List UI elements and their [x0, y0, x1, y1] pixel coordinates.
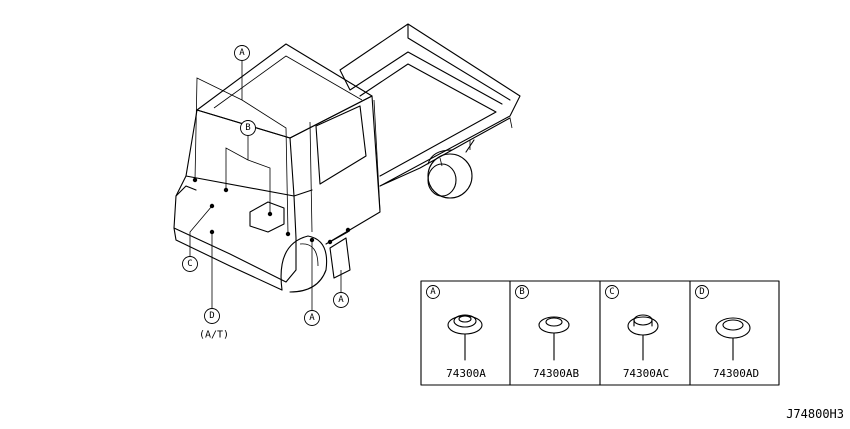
part-a-number: 74300A [446, 367, 486, 380]
callout-roof: A [234, 45, 250, 61]
headlight [249, 201, 285, 233]
front-bumper [173, 185, 283, 291]
leader-front-left [189, 205, 213, 258]
callout-front-left: C [182, 256, 198, 272]
part-c-number: 74300AC [623, 367, 669, 380]
parts-table: A 74300A B 74300AB C [420, 280, 780, 386]
callout-wheel-arch-letter: A [309, 313, 315, 323]
grommet-a-icon [447, 314, 483, 361]
callout-front-bottom-note: (A/T) [199, 330, 229, 341]
cab-front [173, 175, 297, 283]
part-cell-b: B 74300AB [515, 285, 580, 380]
leader-side-step [329, 231, 349, 292]
truck-illustration [173, 23, 521, 293]
part-d-number: 74300AD [713, 367, 759, 380]
leader-windshield [225, 136, 271, 214]
part-c-letter: C [609, 287, 614, 297]
rear-wheel [427, 139, 475, 199]
callout-windshield-letter: B [245, 123, 250, 133]
part-a-letter: A [430, 287, 436, 297]
cargo-bed-floor [359, 63, 497, 177]
cargo-bed-hooks [439, 117, 513, 167]
callout-front-bottom: D (A/T) [199, 308, 229, 341]
front-wheel [280, 235, 328, 293]
part-b-letter: B [519, 287, 524, 297]
callout-wheel-arch: A [304, 310, 320, 326]
part-cell-d: D 74300AD [695, 285, 759, 380]
part-b-number: 74300AB [533, 367, 580, 380]
part-d-letter: D [699, 287, 704, 297]
callout-side-step: A [333, 292, 349, 308]
cab-side [289, 95, 381, 245]
callout-side-step-letter: A [338, 295, 344, 305]
side-step [329, 237, 351, 279]
roof-edge [213, 55, 363, 109]
cargo-bed-outline [339, 23, 521, 187]
part-cell-c: C 74300AC [605, 285, 669, 380]
door-line [309, 99, 381, 233]
callout-front-bottom-letter: D [209, 311, 214, 321]
grommet-b-icon [538, 316, 570, 361]
callout-leaders [189, 61, 351, 310]
grommet-c-icon [627, 314, 659, 361]
callout-front-left-letter: C [187, 259, 192, 269]
leader-roof [194, 61, 289, 235]
callout-windshield: B [240, 120, 256, 136]
grommet-d-icon [715, 317, 751, 361]
side-window [315, 105, 367, 185]
part-cell-a: A 74300A [426, 285, 486, 380]
callout-roof-letter: A [239, 48, 245, 58]
diagram-id: J74800H3 [786, 407, 844, 421]
